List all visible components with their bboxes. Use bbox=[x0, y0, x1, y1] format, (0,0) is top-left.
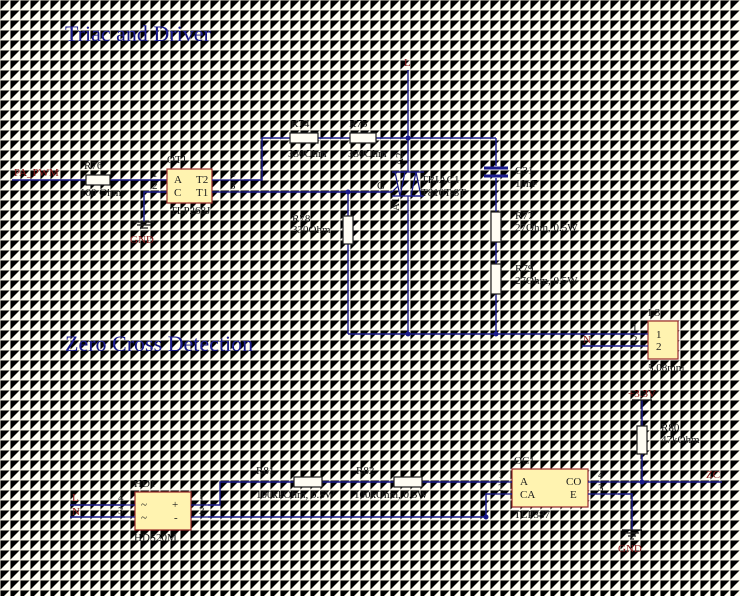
ot1-ref: OT1 bbox=[167, 154, 187, 166]
power-label-3v3: +3.3V bbox=[628, 388, 656, 400]
c31-value: 10nF bbox=[515, 178, 538, 190]
oc1-pin-ca: CA bbox=[520, 489, 535, 501]
resistor-r81[interactable]: R81 100kkOhm, 0.5W bbox=[256, 465, 336, 501]
oc1-value: TLP387 bbox=[514, 509, 551, 521]
oc1-pinnum-2: 2 bbox=[498, 482, 504, 494]
hd1-pinnum-2: 2 bbox=[199, 505, 205, 517]
connector-l3[interactable]: L3 5.08mm 1 2 1 2 bbox=[632, 307, 685, 374]
r75-value: 330Ohm bbox=[348, 148, 387, 160]
l3-pin-1: 1 bbox=[656, 329, 662, 341]
r74-value: 330Ohm bbox=[288, 148, 327, 160]
net-label-pa-pwm: PA_PWM bbox=[14, 167, 59, 179]
ground-label-oc1: GND bbox=[618, 543, 642, 555]
ot1-pin-a: A bbox=[174, 174, 182, 186]
resistor-r79[interactable]: R79 27Ohm, 0.5W bbox=[490, 263, 578, 295]
ground-symbol-ot1: GND bbox=[130, 221, 154, 246]
power-symbol-3v3: +3.3V bbox=[628, 388, 656, 401]
l3-value: 5.08mm bbox=[648, 362, 685, 374]
ot1-pinnum-3: 3 bbox=[230, 180, 236, 192]
oc1-pinnum-4: 4 bbox=[598, 469, 604, 481]
net-label-n-triac: N bbox=[583, 334, 591, 346]
ot1-pinnum-2: 2 bbox=[152, 180, 158, 192]
r76-value: 100 Ohm bbox=[80, 187, 122, 199]
resistor-r76[interactable]: R76 100 Ohm bbox=[80, 160, 122, 199]
oc1-pinnum-3: 3 bbox=[598, 482, 604, 494]
resistor-r74[interactable]: R74 330Ohm bbox=[288, 118, 327, 160]
l3-pin-2: 2 bbox=[656, 341, 662, 353]
hd1-pinnum-1: 1 bbox=[199, 492, 205, 504]
oc1-pin-e: E bbox=[570, 489, 577, 501]
hd1-pin-ac2: ~ bbox=[141, 512, 147, 524]
r81-ref: R81 bbox=[256, 465, 274, 477]
r82-value: 100kOhm, 0.5W bbox=[354, 489, 428, 501]
hd1-pinnum-4: 4 bbox=[118, 492, 124, 504]
triac-triac1[interactable]: G A1 A2 TRIAC1 T810T-8T bbox=[377, 153, 466, 214]
capacitor-c31[interactable]: C31 10nF bbox=[484, 165, 538, 190]
r78-ref: R78 bbox=[292, 213, 311, 225]
oc1-ref: OC1 bbox=[514, 455, 535, 467]
r74-ref: R74 bbox=[291, 118, 310, 130]
net-label-l-top: L bbox=[404, 57, 411, 69]
net-label-l-zc: L bbox=[72, 492, 79, 504]
section-title-triac: Triac and Driver bbox=[65, 21, 211, 46]
resistor-r78[interactable]: R78 330Ohm bbox=[292, 213, 354, 245]
triac1-pin-g: G bbox=[377, 180, 385, 192]
ot1-pin-t1: T1 bbox=[196, 187, 208, 199]
l3-pinnum-2: 2 bbox=[632, 334, 638, 346]
ot1-pin-c: C bbox=[174, 187, 181, 199]
zero-cross-junctions bbox=[483, 479, 645, 520]
r75-ref: R75 bbox=[349, 118, 368, 130]
optocoupler-ot1[interactable]: OT1 TLP268J A C T2 T1 1 2 4 3 bbox=[152, 154, 244, 217]
hd1-pin-plus: + bbox=[172, 499, 178, 511]
hd1-pin-ac1: ~ bbox=[141, 499, 147, 511]
resistor-r80[interactable]: R80 47kOhm bbox=[636, 422, 700, 455]
resistor-r77[interactable]: R77 27Ohm, 0.5W bbox=[490, 210, 578, 243]
r77-value: 27Ohm, 0.5W bbox=[515, 222, 578, 234]
oc1-pinnum-1: 1 bbox=[498, 469, 504, 481]
hd1-value: HDS20M bbox=[134, 532, 177, 544]
oc1-pin-co: CO bbox=[566, 476, 581, 488]
ground-symbol-oc1: GND bbox=[618, 529, 642, 555]
hd1-pin-minus: - bbox=[174, 512, 178, 524]
resistor-r75[interactable]: R75 330Ohm bbox=[348, 118, 387, 160]
l3-pinnum-1: 1 bbox=[632, 322, 638, 334]
c31-ref: C31 bbox=[515, 165, 533, 177]
ot1-value: TLP268J bbox=[170, 205, 211, 217]
resistor-r82[interactable]: R82 100kOhm, 0.5W bbox=[354, 465, 428, 501]
r76-ref: R76 bbox=[84, 160, 103, 172]
section-title-zero-cross: Zero Cross Detection bbox=[65, 331, 253, 356]
l3-ref: L3 bbox=[648, 307, 661, 319]
triac1-value: T810T-8T bbox=[421, 187, 466, 199]
ground-label-ot1: GND bbox=[130, 234, 154, 246]
r82-ref: R82 bbox=[356, 465, 374, 477]
r77-ref: R77 bbox=[515, 210, 534, 222]
r79-ref: R79 bbox=[515, 263, 534, 275]
optocoupler-oc1[interactable]: OC1 TLP387 A CA CO E 1 2 4 3 bbox=[490, 455, 632, 521]
r80-ref: R80 bbox=[661, 422, 680, 434]
hd1-pinnum-3: 3 bbox=[118, 505, 124, 517]
hd1-ref: HD1 bbox=[134, 478, 155, 490]
ot1-pinnum-1: 1 bbox=[152, 168, 158, 180]
ot1-pinnum-4: 4 bbox=[230, 168, 236, 180]
r78-value: 330Ohm bbox=[292, 224, 331, 236]
r81-value: 100kkOhm, 0.5W bbox=[256, 489, 336, 501]
triac1-pin-a1: A1 bbox=[390, 198, 402, 211]
zero-cross-wires bbox=[70, 400, 722, 530]
bridge-rectifier-hd1[interactable]: HD1 HDS20M ~ ~ + - 4 3 1 2 bbox=[118, 478, 208, 544]
oc1-pin-a: A bbox=[520, 476, 528, 488]
net-label-zc: ZC bbox=[706, 469, 720, 481]
triac1-pin-a2: A2 bbox=[394, 153, 406, 166]
r80-value: 47kOhm bbox=[661, 434, 700, 446]
r79-value: 27Ohm, 0.5W bbox=[515, 275, 578, 287]
triac1-ref: TRIAC1 bbox=[421, 174, 460, 186]
net-label-n-zc: N bbox=[72, 506, 80, 518]
triac-junctions bbox=[345, 135, 499, 337]
ot1-pin-t2: T2 bbox=[196, 174, 208, 186]
